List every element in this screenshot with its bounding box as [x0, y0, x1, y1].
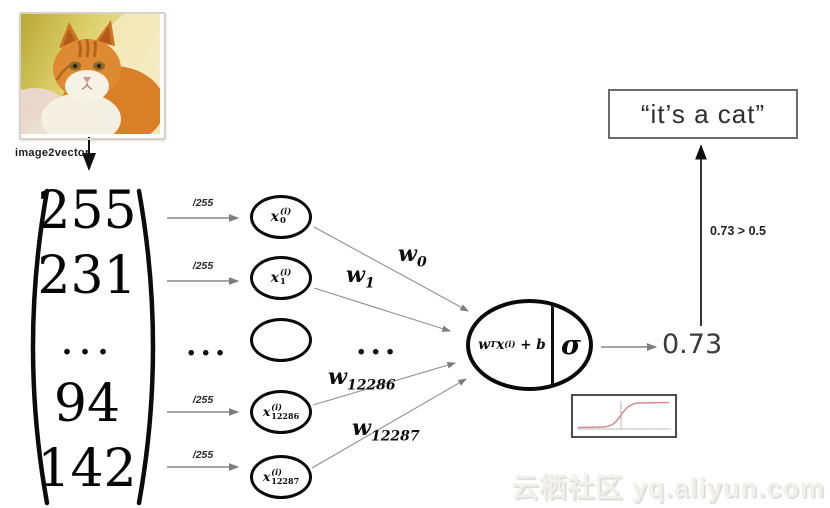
- vector-right-paren: [136, 188, 156, 506]
- result-label: “it’s a cat”: [640, 98, 766, 129]
- input-node-x12287: x(i)12287: [250, 455, 312, 499]
- vector-value-0: 255: [37, 181, 137, 241]
- sigmoid-plot: [571, 394, 677, 438]
- watermark: 云栖社区 yq.aliyun.com: [511, 473, 825, 503]
- weight-edge-2: [312, 362, 457, 406]
- scale-label-4: /255: [192, 449, 214, 461]
- weight-edge-1: [313, 287, 452, 332]
- input-node-x1: x(i)1: [250, 256, 312, 300]
- sigmoid-curve-art: [577, 401, 671, 430]
- vector-value-3: 94: [53, 374, 121, 434]
- input-node-x12286-label: x(i)12286: [262, 402, 300, 421]
- weights-ellipsis: ...: [356, 327, 400, 362]
- weight-label-w12287: w12287: [352, 415, 420, 445]
- cat-photo: [19, 12, 166, 140]
- result-box: “it’s a cat”: [608, 89, 798, 139]
- vector-left-paren: [30, 188, 50, 506]
- vector-value-4: 142: [37, 439, 137, 499]
- sigma-label: σ: [561, 329, 581, 361]
- weight-label-w12286: w12286: [328, 364, 396, 394]
- weight-label-w0: w0: [398, 241, 427, 271]
- input-node-x12287-label: x(i)12287: [262, 467, 300, 486]
- output-value: 0.73: [662, 329, 723, 360]
- vector-value-1: 231: [37, 246, 137, 306]
- input-node-x0-label: x(i)0: [270, 206, 292, 226]
- scale-label-3: /255: [192, 394, 214, 406]
- vector-ellipsis: ...: [60, 314, 114, 365]
- image2vector-label: image2vector: [15, 147, 90, 159]
- cat-photo-art: [21, 14, 164, 138]
- weight-edge-3: [311, 378, 467, 469]
- input-node-x0: x(i)0: [250, 195, 312, 239]
- weight-label-w1: w1: [346, 262, 375, 292]
- input-node-x1-label: x(i)1: [270, 267, 292, 287]
- threshold-label: 0.73 > 0.5: [710, 224, 766, 238]
- scale-ellipsis: ...: [186, 328, 230, 363]
- scale-label-2: /255: [192, 260, 214, 272]
- input-node-empty: [250, 318, 312, 362]
- input-node-x12286: x(i)12286: [250, 390, 312, 434]
- neuron-divider: [551, 303, 554, 387]
- weight-edge-0: [313, 226, 469, 312]
- scale-label-1: /255: [192, 197, 214, 209]
